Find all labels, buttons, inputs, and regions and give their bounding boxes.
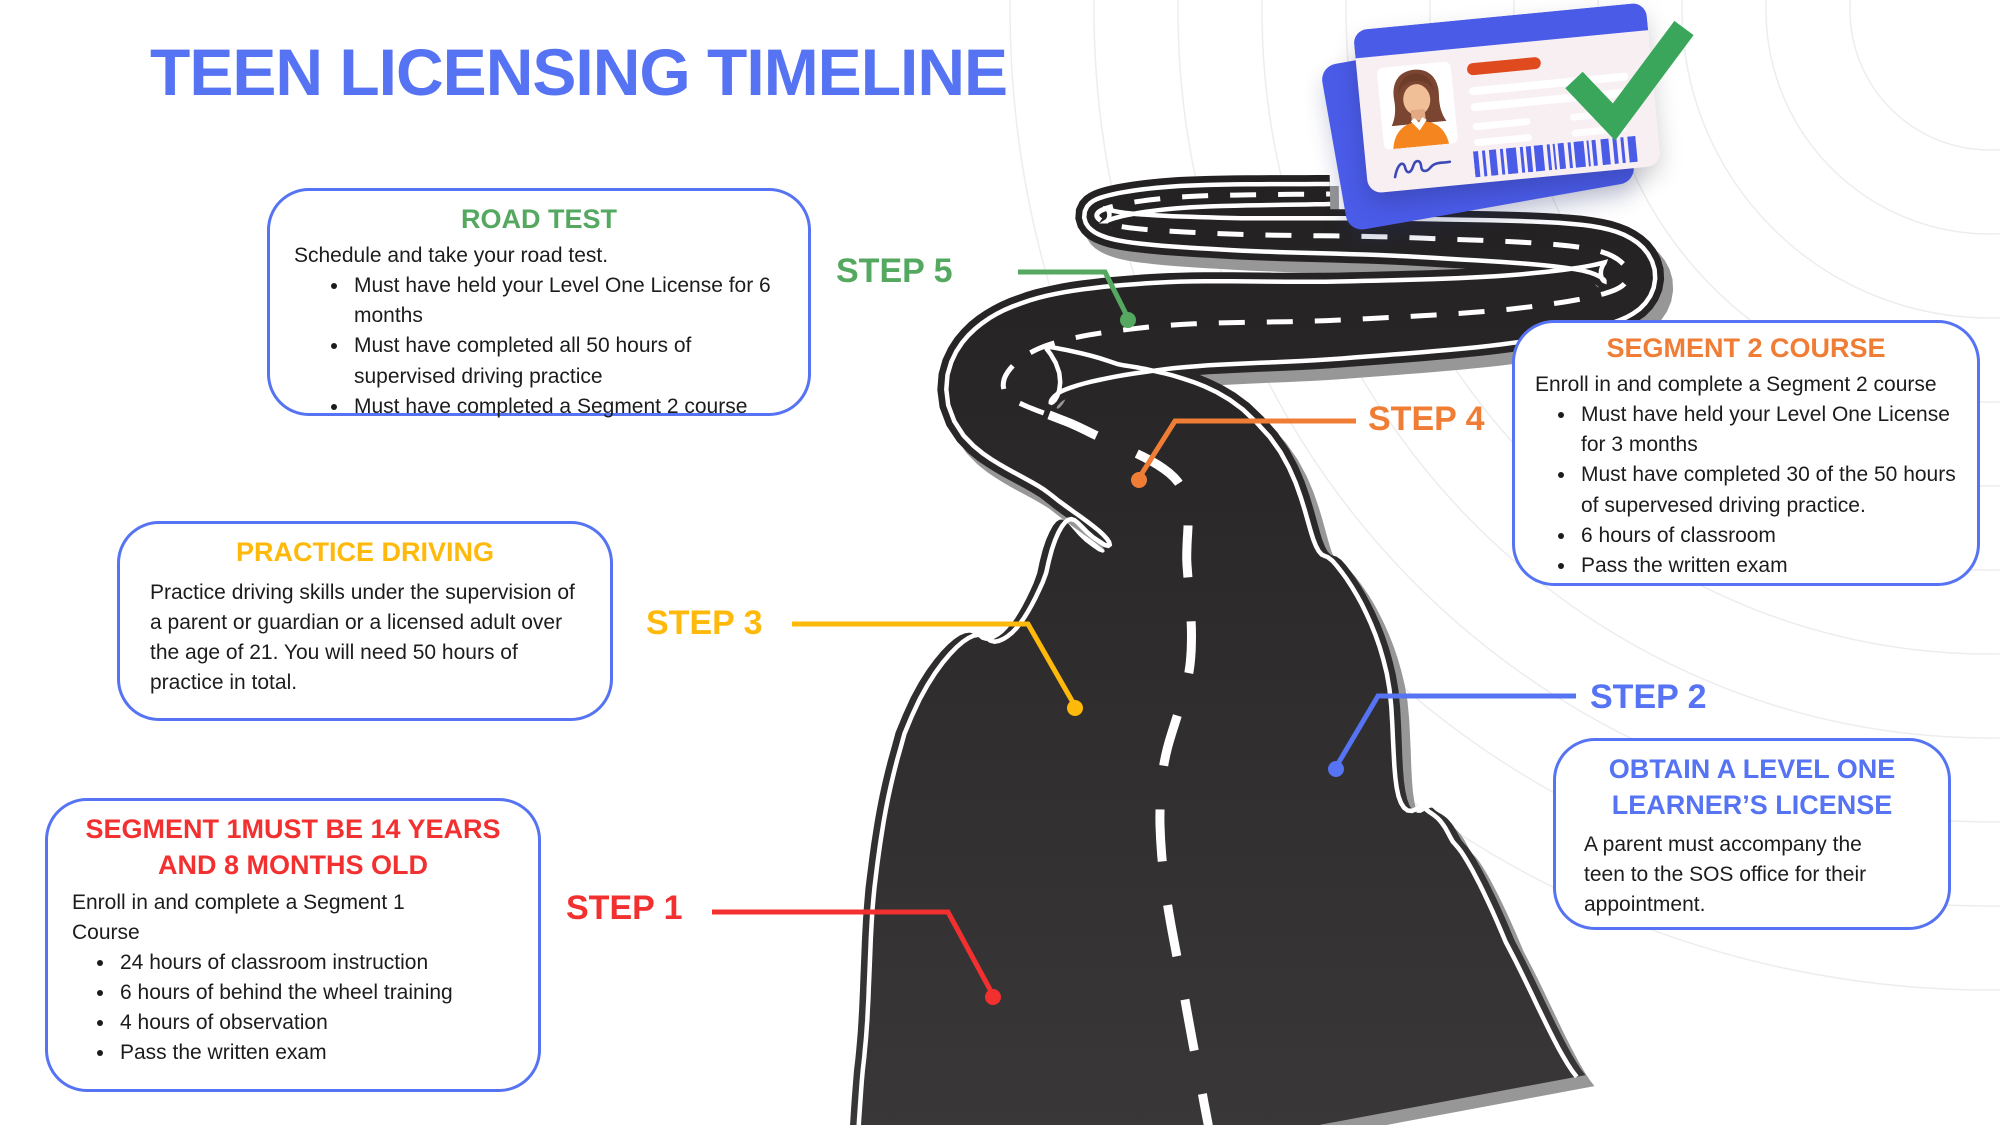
segment-2-intro: Enroll in and complete a Segment 2 cours… (1535, 373, 1937, 397)
signature-icon (1393, 159, 1452, 179)
bullet-item: Pass the written exam (116, 1038, 520, 1068)
level-one-body: A parent must accompany the teen to the … (1584, 832, 1867, 916)
bullet-item: Pass the written exam (1577, 551, 1959, 581)
step-3-dot (1067, 700, 1083, 716)
segment-1-bullets: 24 hours of classroom instruction6 hours… (116, 948, 520, 1068)
avatar-icon (1391, 69, 1450, 150)
step-5-label: STEP 5 (836, 252, 953, 290)
practice-driving-body: Practice driving skills under the superv… (150, 581, 575, 695)
road-surface (850, 175, 1665, 1125)
card-text-line (1472, 117, 1531, 131)
bullet-item: 24 hours of classroom instruction (116, 948, 520, 978)
segment-1-intro: Enroll in and complete a Segment 1 Cours… (72, 890, 405, 944)
card-text-line (1473, 133, 1533, 147)
bullet-item: Must have completed a Segment 2 course (350, 392, 790, 422)
bullet-item: Must have held your Level One License fo… (350, 271, 790, 331)
road-test-callout: ROAD TEST Schedule and take your road te… (267, 188, 811, 418)
barcode-icon (1472, 135, 1638, 178)
segment-1-title: SEGMENT 1MUST BE 14 YEARS AND 8 MONTHS O… (85, 814, 501, 881)
card-photo (1376, 61, 1459, 150)
step-1-connector (712, 909, 1001, 1005)
step-4-label: STEP 4 (1368, 400, 1485, 438)
practice-driving-callout: PRACTICE DRIVING Practice driving skills… (117, 521, 613, 721)
level-one-title: OBTAIN A LEVEL ONE LEARNER’S LICENSE (1608, 754, 1896, 821)
step-2-label: STEP 2 (1590, 678, 1707, 716)
step-3-label: STEP 3 (646, 604, 763, 642)
license-card-illustration (1300, 0, 1730, 235)
step-connectors (712, 269, 1576, 1005)
bullet-item: 6 hours of behind the wheel training (116, 978, 520, 1008)
road-edge-line-right (856, 181, 1609, 1125)
bullet-item: 6 hours of classroom (1577, 521, 1959, 551)
card-name-bar (1466, 56, 1542, 76)
step-5-dot (1120, 312, 1136, 328)
road-test-intro: Schedule and take your road test. (294, 244, 609, 268)
segment-2-title: SEGMENT 2 COURSE (1606, 333, 1886, 363)
checkmark-icon (1565, 20, 1694, 141)
practice-driving-title: PRACTICE DRIVING (235, 537, 495, 567)
segment-2-bullets: Must have held your Level One License fo… (1577, 400, 1959, 580)
segment-1-callout: SEGMENT 1MUST BE 14 YEARS AND 8 MONTHS O… (45, 798, 541, 1092)
road-test-bullets: Must have held your Level One License fo… (350, 271, 790, 421)
step-1-dot (985, 989, 1001, 1005)
step-4-connector (1131, 418, 1356, 488)
bullet-item: 4 hours of observation (116, 1008, 520, 1038)
page-title: TEEN LICENSING TIMELINE (150, 35, 1008, 109)
bullet-item: Must have completed all 50 hours of supe… (350, 331, 790, 391)
step-5-connector (1018, 269, 1136, 328)
bullet-item: Must have completed 30 of the 50 hours o… (1577, 460, 1959, 520)
road-center-dashes-top (1000, 191, 1631, 416)
road-center-dashes-bottom (1042, 408, 1213, 1125)
step-2-dot (1328, 761, 1344, 777)
step-2-connector (1328, 693, 1576, 777)
road-test-title: ROAD TEST (460, 204, 617, 234)
step-3-connector (792, 621, 1083, 716)
bullet-item: Must have held your Level One License fo… (1577, 400, 1959, 460)
step-4-dot (1131, 472, 1147, 488)
road-edge-line-left (1042, 201, 1658, 1079)
step-1-label: STEP 1 (566, 889, 683, 927)
license-card-front (1352, 2, 1662, 194)
segment-2-callout: SEGMENT 2 COURSE Enroll in and complete … (1512, 320, 1980, 586)
level-one-license-callout: OBTAIN A LEVEL ONE LEARNER’S LICENSE A p… (1553, 738, 1951, 930)
